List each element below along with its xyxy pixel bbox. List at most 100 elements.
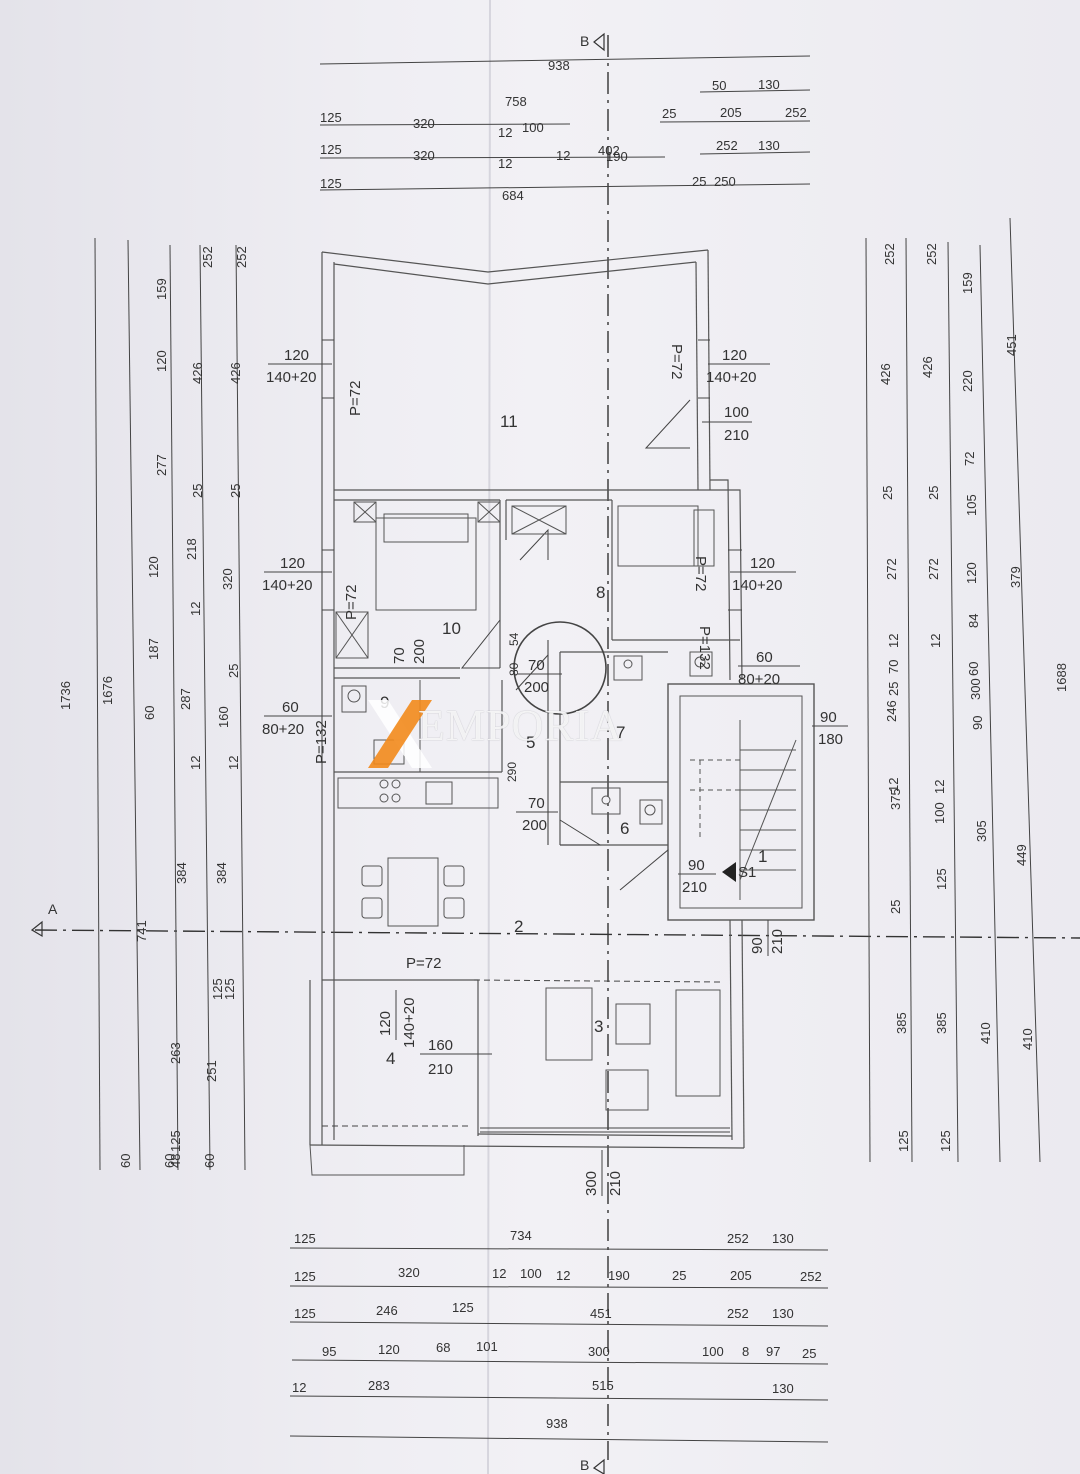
svg-text:125: 125 [294, 1231, 316, 1246]
svg-text:252: 252 [234, 246, 249, 268]
svg-text:734: 734 [510, 1228, 532, 1243]
svg-text:320: 320 [398, 1265, 420, 1280]
svg-text:125: 125 [210, 978, 225, 1000]
svg-text:12: 12 [498, 156, 512, 171]
svg-text:190: 190 [606, 149, 628, 164]
svg-text:140+20: 140+20 [401, 998, 418, 1048]
svg-text:12: 12 [498, 125, 512, 140]
svg-text:300: 300 [583, 1171, 600, 1196]
svg-text:100: 100 [522, 120, 544, 135]
room-8: 8 [596, 583, 605, 602]
svg-text:283: 283 [368, 1378, 390, 1393]
svg-text:205: 205 [720, 105, 742, 120]
svg-text:125: 125 [294, 1269, 316, 1284]
svg-text:12: 12 [188, 602, 203, 616]
svg-text:25: 25 [226, 664, 241, 678]
svg-text:P=72: P=72 [347, 381, 364, 416]
paper-fold-line [487, 0, 491, 1474]
svg-text:70: 70 [528, 657, 545, 674]
svg-text:287: 287 [178, 688, 193, 710]
svg-text:210: 210 [769, 929, 786, 954]
svg-text:272: 272 [926, 558, 941, 580]
svg-text:252: 252 [800, 1269, 822, 1284]
toilet-icon [341, 685, 367, 713]
svg-text:80: 80 [507, 662, 521, 676]
svg-text:120: 120 [154, 350, 169, 372]
svg-text:246: 246 [884, 700, 899, 722]
room-11: 11 [500, 412, 518, 431]
right-dimension-lines [865, 217, 1041, 1163]
svg-text:938: 938 [548, 58, 570, 73]
svg-text:252: 252 [785, 105, 807, 120]
svg-text:P=132: P=132 [696, 626, 713, 670]
svg-text:384: 384 [214, 862, 229, 884]
left-dimension-labels: 1736 60 1676 741 60 159 120 277 120 187 … [58, 246, 249, 1168]
bottom-dimension-lines [289, 1247, 829, 1443]
svg-text:P=72: P=72 [668, 344, 685, 379]
svg-text:210: 210 [724, 427, 749, 444]
svg-text:159: 159 [154, 278, 169, 300]
svg-text:140+20: 140+20 [262, 577, 312, 594]
svg-text:125: 125 [938, 1130, 953, 1152]
svg-text:200: 200 [524, 679, 549, 696]
svg-text:938: 938 [546, 1416, 568, 1431]
svg-text:25: 25 [692, 174, 706, 189]
section-marker-bottom: B [580, 1457, 589, 1473]
svg-text:187: 187 [146, 638, 161, 660]
svg-text:80+20: 80+20 [738, 671, 780, 688]
svg-text:210: 210 [607, 1171, 624, 1196]
svg-text:25: 25 [886, 682, 901, 696]
svg-text:25: 25 [662, 106, 676, 121]
single-bed-icon [617, 505, 699, 567]
room-6: 6 [620, 819, 629, 838]
svg-text:120: 120 [377, 1011, 394, 1036]
svg-text:60: 60 [756, 649, 773, 666]
svg-text:90: 90 [820, 709, 837, 726]
svg-text:159: 159 [960, 272, 975, 294]
svg-text:426: 426 [190, 362, 205, 384]
svg-text:263: 263 [168, 1042, 183, 1064]
svg-text:25: 25 [802, 1346, 816, 1361]
svg-text:200: 200 [522, 817, 547, 834]
svg-text:130: 130 [758, 77, 780, 92]
svg-text:125: 125 [452, 1300, 474, 1315]
svg-text:451: 451 [1004, 334, 1019, 356]
svg-text:125: 125 [896, 1130, 911, 1152]
building-walls [309, 249, 815, 1176]
sofa-icon [675, 989, 721, 1097]
svg-text:210: 210 [428, 1061, 453, 1078]
svg-text:60: 60 [142, 706, 157, 720]
svg-text:252: 252 [727, 1306, 749, 1321]
svg-text:320: 320 [220, 568, 235, 590]
svg-text:515: 515 [592, 1378, 614, 1393]
toilet-icon [689, 651, 713, 677]
svg-text:320: 320 [413, 148, 435, 163]
svg-text:12: 12 [492, 1266, 506, 1281]
svg-text:72: 72 [962, 452, 977, 466]
svg-text:48: 48 [168, 1154, 183, 1168]
svg-text:290: 290 [505, 762, 519, 782]
svg-text:180: 180 [818, 731, 843, 748]
svg-text:120: 120 [964, 562, 979, 584]
svg-text:120: 120 [284, 347, 309, 364]
section-marker-left: A [48, 901, 58, 917]
svg-text:P=72: P=72 [343, 585, 360, 620]
svg-text:120: 120 [146, 556, 161, 578]
svg-text:84: 84 [966, 614, 981, 628]
svg-text:272: 272 [884, 558, 899, 580]
svg-text:379: 379 [1008, 566, 1023, 588]
svg-text:54: 54 [507, 632, 521, 646]
svg-text:70: 70 [528, 795, 545, 812]
svg-text:100: 100 [520, 1266, 542, 1281]
room-10: 10 [442, 619, 461, 638]
svg-text:25: 25 [926, 486, 941, 500]
svg-text:246: 246 [376, 1303, 398, 1318]
svg-text:P=72: P=72 [692, 556, 709, 591]
svg-text:60: 60 [282, 699, 299, 716]
armchair-icon [545, 987, 593, 1061]
svg-text:90: 90 [749, 937, 766, 954]
svg-text:205: 205 [730, 1268, 752, 1283]
svg-text:120: 120 [750, 555, 775, 572]
svg-text:160: 160 [216, 706, 231, 728]
